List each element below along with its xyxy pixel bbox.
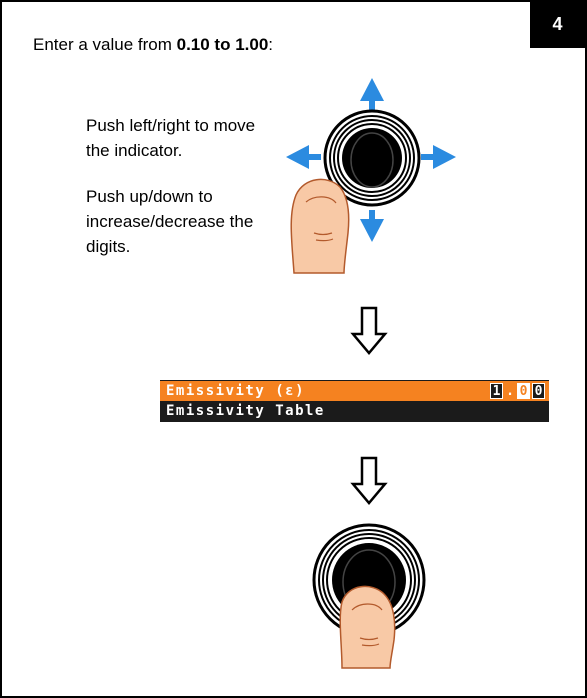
thumb-icon xyxy=(340,586,394,668)
joystick-press-figure xyxy=(302,510,437,670)
thumb-icon xyxy=(291,179,349,273)
arrow-down-icon xyxy=(360,210,384,242)
lcd-value-field[interactable]: 1 . 0 0 xyxy=(490,382,545,400)
down-arrow-icon xyxy=(349,306,389,356)
intro-suffix: : xyxy=(268,35,273,54)
joystick-directions-figure xyxy=(278,75,463,280)
lcd-digit-int[interactable]: 1 xyxy=(490,383,503,399)
arrow-up-icon xyxy=(360,78,384,111)
lcd-display: Emissivity (ε) Emissivity Table 1 . 0 0 xyxy=(160,380,549,422)
intro-prefix: Enter a value from xyxy=(33,35,177,54)
arrow-left-icon xyxy=(286,145,321,169)
instruction-left-right: Push left/right to move the indicator. xyxy=(86,113,266,163)
intro-range: 0.10 to 1.00 xyxy=(177,35,269,54)
down-arrow-icon xyxy=(349,456,389,506)
instruction-up-down: Push up/down to increase/decrease the di… xyxy=(86,184,266,259)
lcd-decimal-point: . xyxy=(505,384,515,399)
step-number-badge: 4 xyxy=(530,0,585,48)
lcd-digit-tenths[interactable]: 0 xyxy=(517,383,530,399)
lcd-digit-hundredths[interactable]: 0 xyxy=(532,383,545,399)
lcd-emissivity-table-label: Emissivity Table xyxy=(166,403,325,419)
intro-text: Enter a value from 0.10 to 1.00: xyxy=(33,35,273,55)
arrow-right-icon xyxy=(421,145,456,169)
lcd-row-emissivity-table[interactable]: Emissivity Table xyxy=(160,401,549,421)
lcd-emissivity-label: Emissivity (ε) xyxy=(166,383,305,399)
